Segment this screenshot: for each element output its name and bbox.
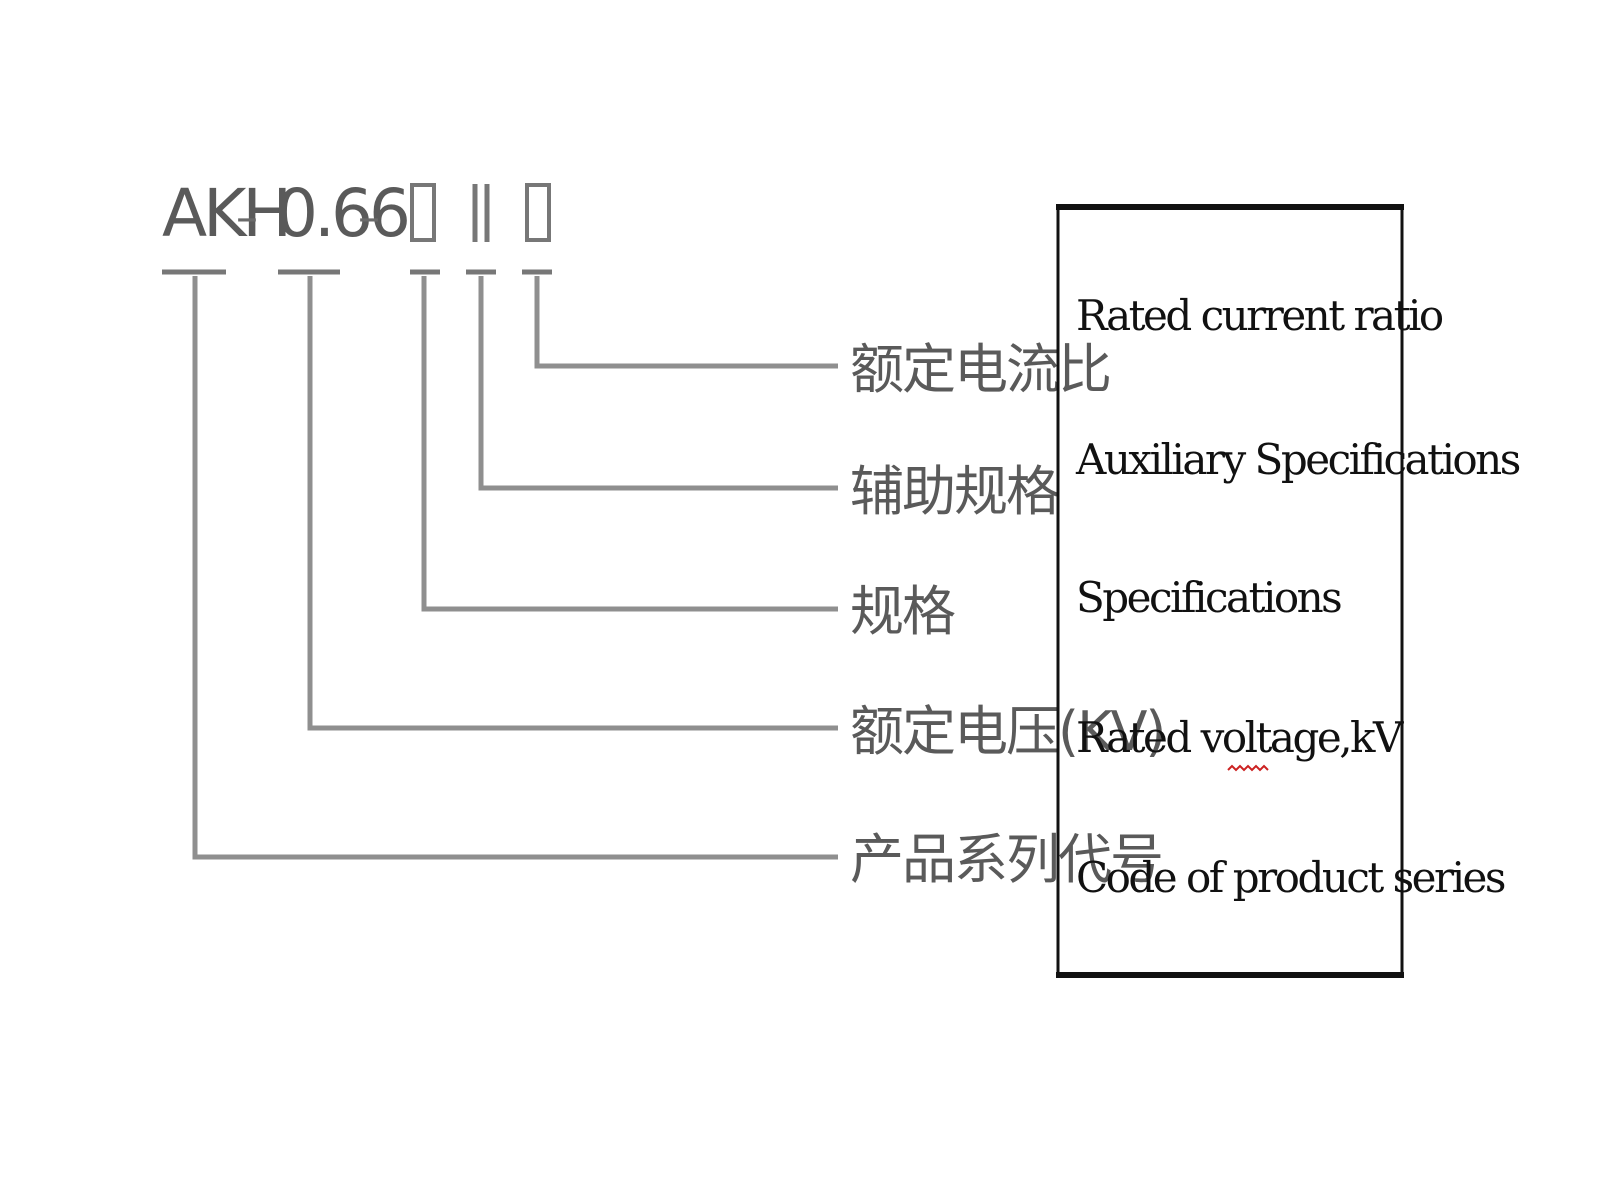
en-label-auxiliary-spec: Auxiliary Specifications: [1075, 435, 1520, 484]
code-dash-2: –: [358, 192, 380, 243]
leader-rated-voltage: [307, 276, 838, 731]
code-series: AKH: [162, 175, 288, 252]
en-label-specification: Specifications: [1076, 573, 1341, 622]
spec-placeholder-box: [410, 183, 436, 242]
en-label-rated-voltage: Rated voltage,kV: [1076, 713, 1404, 762]
leader-rated-current-ratio: [534, 276, 838, 369]
en-label-product-series: Code of product series: [1076, 853, 1505, 902]
cn-label-product-series: 产品系列代号: [850, 828, 1162, 891]
leader-specification: [421, 276, 838, 612]
cn-label-specification: 规格: [850, 580, 955, 643]
code-voltage: 0.66: [276, 175, 407, 252]
spellcheck-underline: [1227, 764, 1269, 772]
cn-label-rated-current-ratio: 额定电流比: [850, 338, 1110, 401]
cn-label-rated-voltage: 额定电压(KV): [850, 700, 1165, 763]
cn-label-auxiliary-spec: 辅助规格: [850, 460, 1059, 523]
leader-product-series: [192, 276, 838, 860]
ratio-placeholder-box: [525, 183, 551, 242]
code-dash-1: –: [236, 192, 258, 243]
en-label-rated-current-ratio: Rated current ratio: [1076, 291, 1443, 340]
leader-auxiliary-spec: [478, 276, 838, 491]
aux-mark-glyph: [472, 184, 490, 242]
